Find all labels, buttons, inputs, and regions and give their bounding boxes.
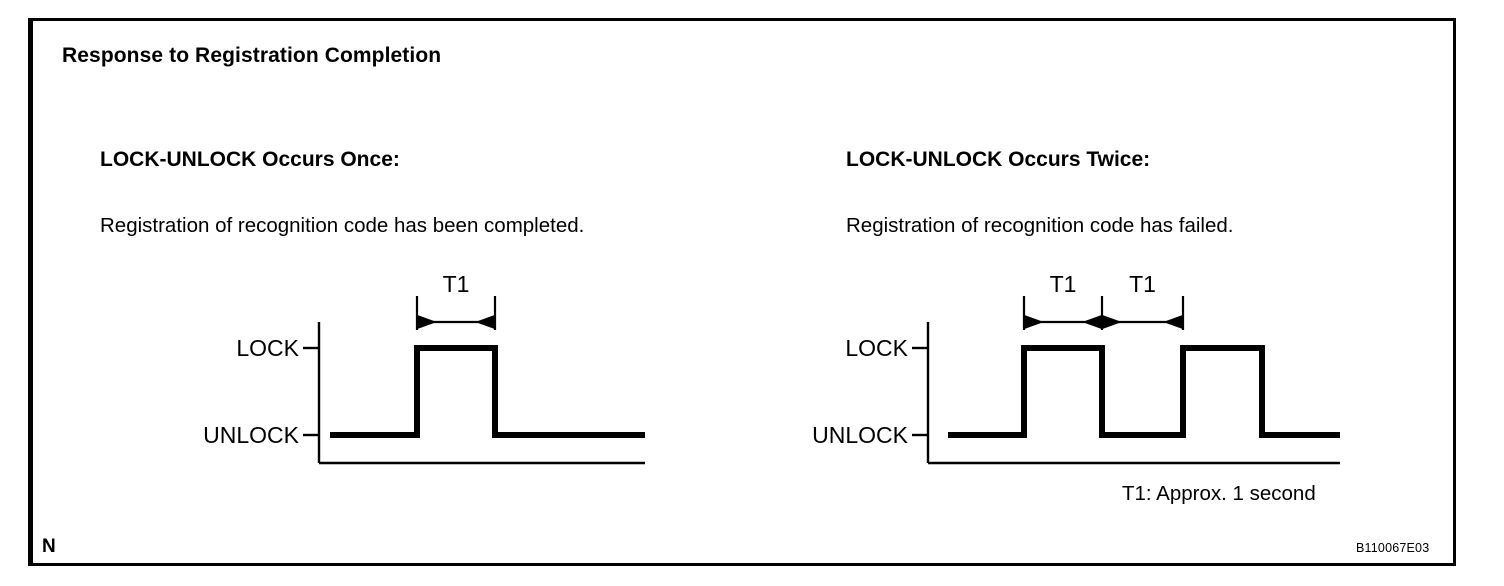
column-heading-twice: LOCK-UNLOCK Occurs Twice: <box>846 148 1151 171</box>
t1-note: T1: Approx. 1 second <box>1122 482 1316 505</box>
column-description-once: Registration of recognition code has bee… <box>100 214 585 237</box>
figure-border <box>28 18 1456 566</box>
figure-code: B110067E03 <box>1356 541 1430 555</box>
corner-mark: N <box>42 536 56 557</box>
column-heading-once: LOCK-UNLOCK Occurs Once: <box>100 148 400 171</box>
figure-title: Response to Registration Completion <box>62 44 442 67</box>
column-description-twice: Registration of recognition code has fai… <box>846 214 1234 237</box>
